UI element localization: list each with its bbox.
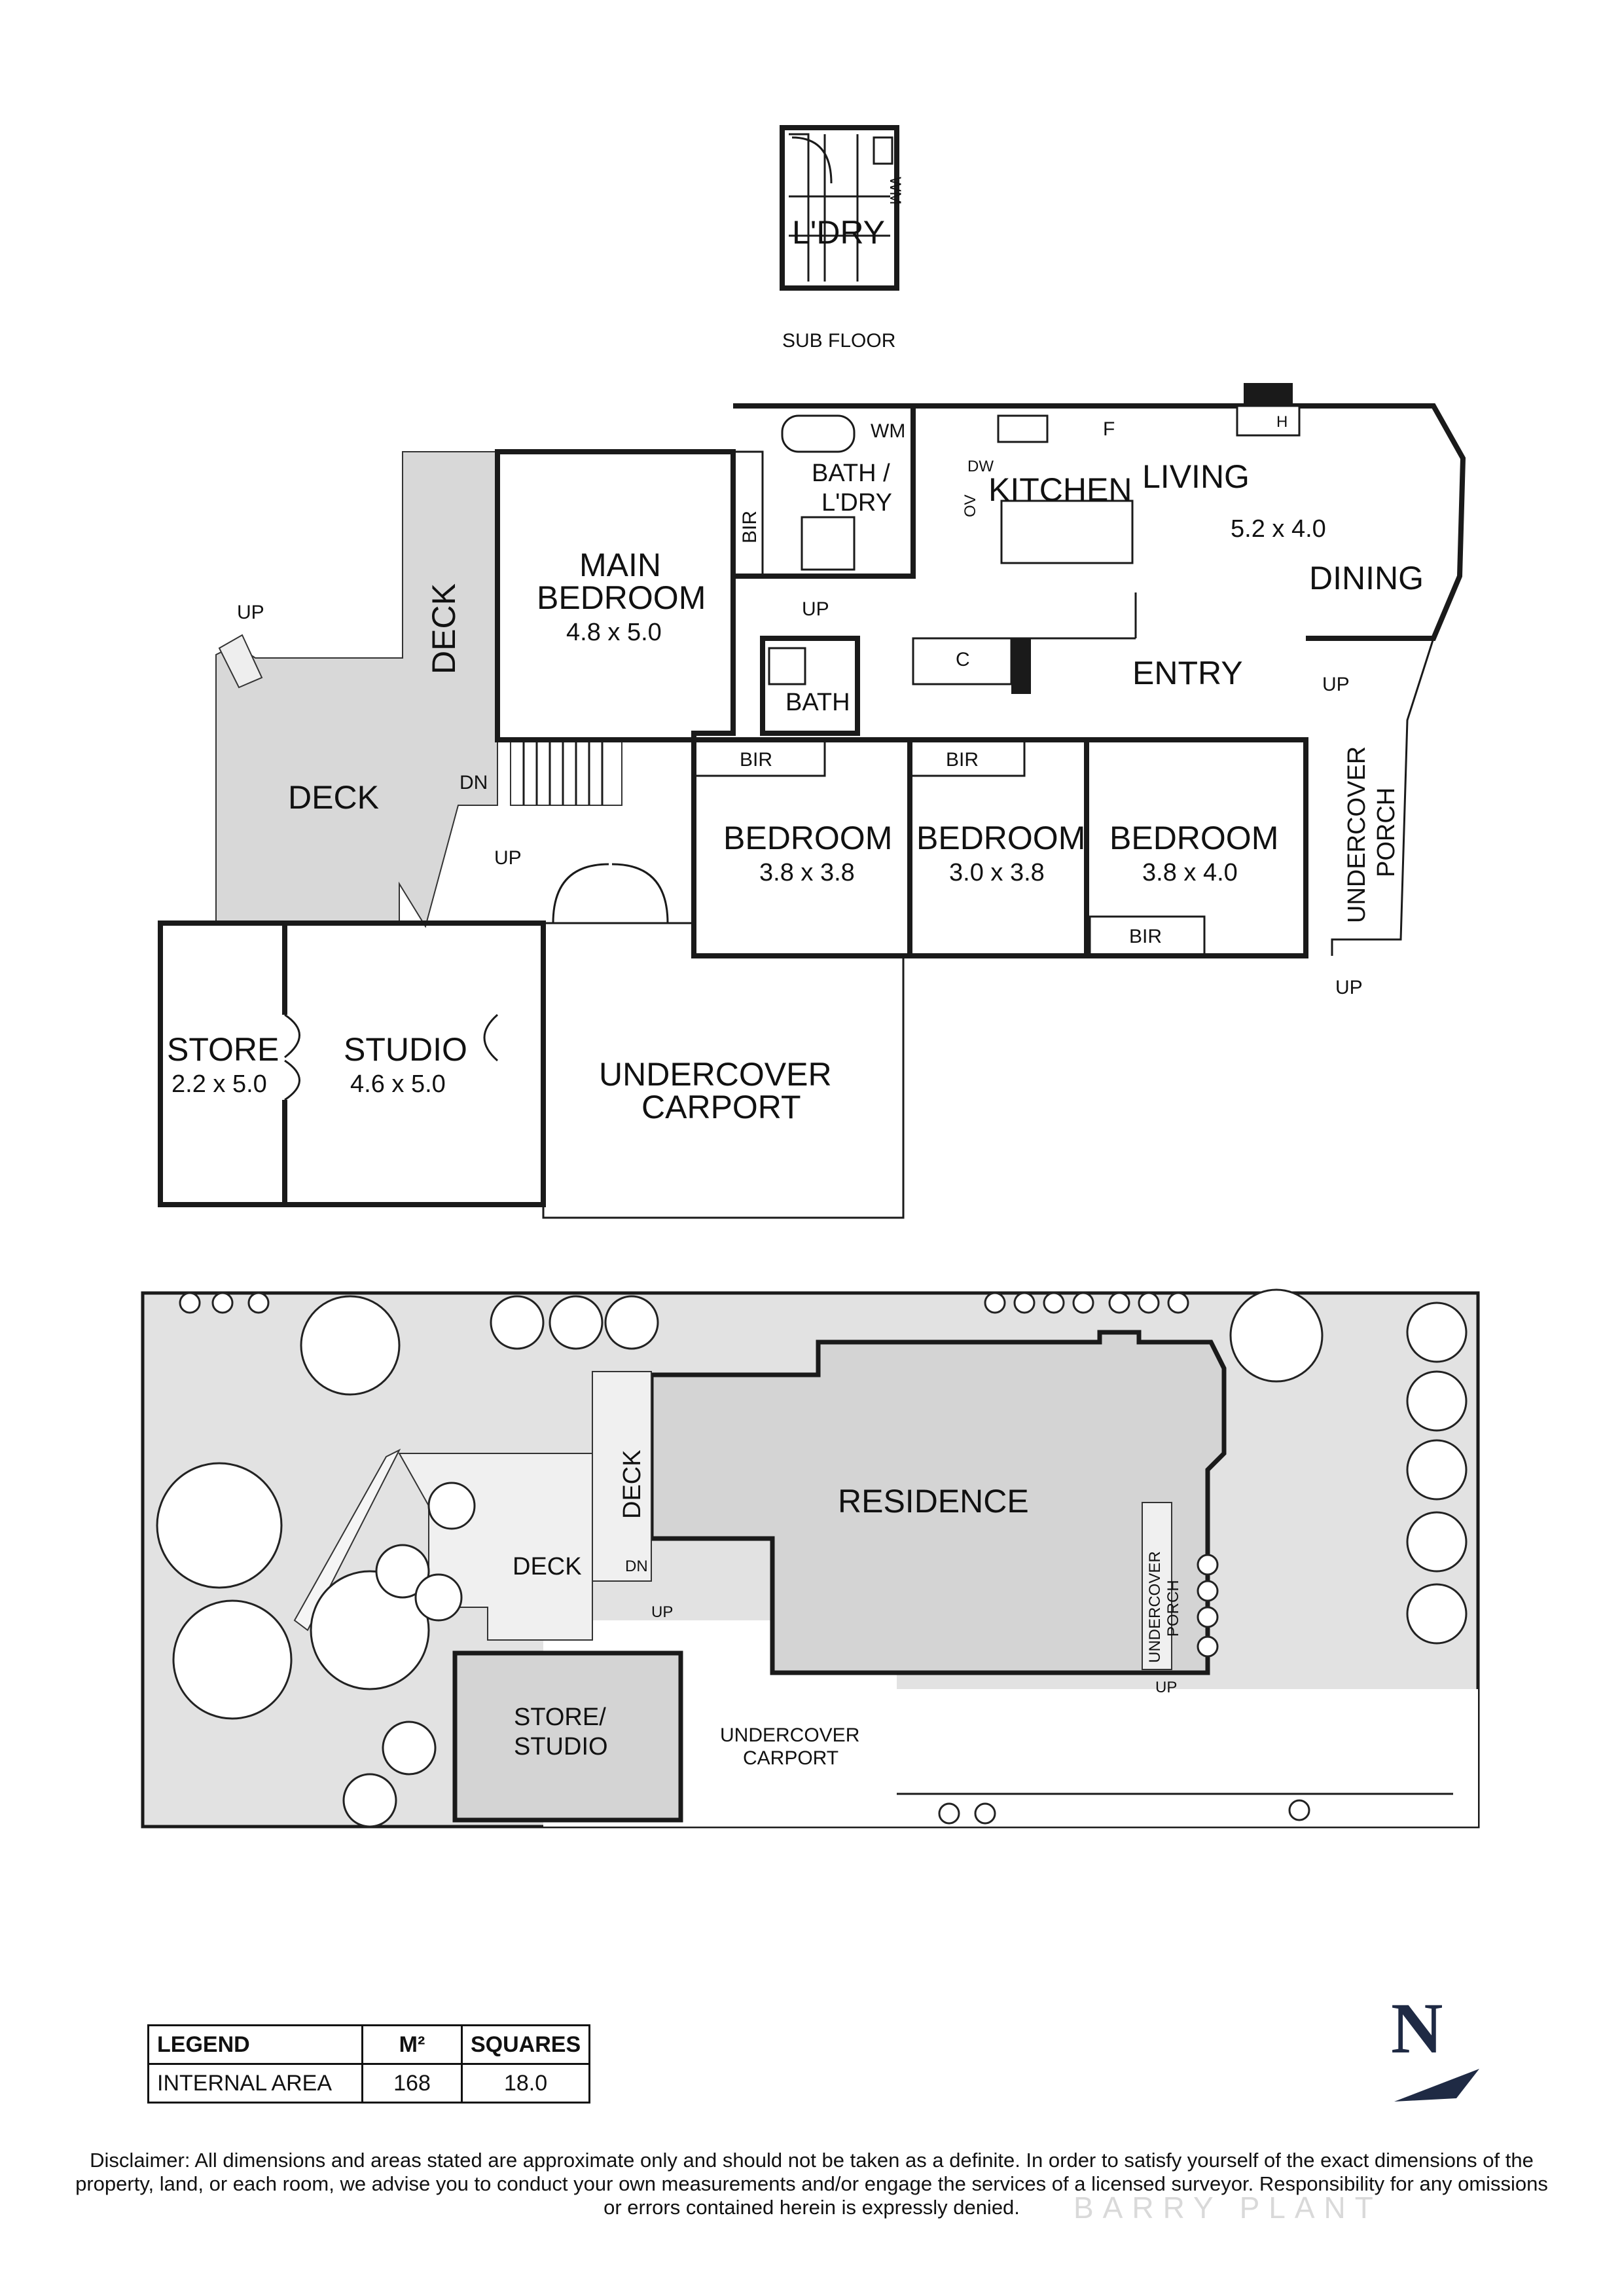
bir-bed2-label: BIR	[946, 749, 979, 771]
area-legend: LEGEND M² SQUARES INTERNAL AREA 168 18.0	[147, 2024, 591, 2104]
bir-bed1-label: BIR	[740, 749, 772, 771]
main-bedroom-dim: 4.8 x 5.0	[566, 619, 662, 646]
site-plan: RESIDENCE DECK DECK DN UP STORE/ STUDIO …	[141, 1288, 1480, 1829]
site-deck-vertical: DECK	[619, 1449, 646, 1519]
legend-cell-squares: 18.0	[460, 2063, 591, 2104]
site-up-label: UP	[651, 1603, 673, 1621]
legend-cell-label: INTERNAL AREA	[147, 2063, 363, 2104]
bath-label: BATH	[785, 689, 850, 716]
studio-dim: 4.6 x 5.0	[350, 1070, 446, 1098]
entry-label: ENTRY	[1132, 655, 1243, 691]
site-deck-label: DECK	[513, 1553, 582, 1580]
sub-floor: L'DRY WM SUB FLOOR	[780, 125, 904, 352]
subfloor-room-label: L'DRY	[792, 214, 885, 251]
site-dn-label: DN	[625, 1558, 648, 1575]
studio-label: STUDIO	[344, 1031, 467, 1068]
up-label-deck: UP	[494, 847, 522, 869]
site-carport-label-2: CARPORT	[743, 1747, 838, 1769]
dw-label: DW	[967, 458, 994, 475]
dn-label: DN	[460, 772, 488, 793]
site-store-studio	[452, 1650, 683, 1823]
h-label: H	[1276, 413, 1288, 431]
porch-up-label: UP	[1335, 977, 1363, 998]
kitchen-label: KITCHEN	[988, 471, 1132, 508]
store-dim: 2.2 x 5.0	[171, 1070, 267, 1098]
bedroom1-dim: 3.8 x 3.8	[759, 859, 855, 886]
watermark: BARRY PLANT	[1073, 2191, 1382, 2225]
legend-cell-m2: 168	[361, 2063, 463, 2104]
bedroom3-dim: 3.8 x 4.0	[1142, 859, 1238, 886]
bedroom2-label: BEDROOM	[916, 820, 1085, 856]
legend-header-legend: LEGEND	[147, 2024, 363, 2065]
porch-label-1: UNDERCOVER	[1343, 746, 1371, 923]
deck-vertical-label: DECK	[425, 583, 462, 674]
bir-bed3-label: BIR	[1129, 926, 1162, 947]
carport-label-2: CARPORT	[641, 1089, 801, 1125]
deck-stairs	[510, 739, 622, 806]
bir-main-label: BIR	[739, 511, 761, 543]
main-bedroom-label-1: MAIN	[579, 547, 661, 583]
legend-row: INTERNAL AREA 168 18.0	[147, 2063, 591, 2104]
deck-area	[215, 451, 498, 928]
legend-header-squares: SQUARES	[460, 2024, 591, 2065]
f-label: F	[1103, 418, 1115, 440]
deck-label: DECK	[288, 779, 379, 816]
living-label: LIVING	[1142, 458, 1250, 495]
ov-label: OV	[962, 494, 979, 517]
site-trees	[156, 1288, 1468, 1828]
c-label: C	[956, 649, 970, 670]
up-label-entry: UP	[1322, 674, 1350, 695]
subfloor-wm-label: WM	[886, 177, 904, 205]
site-porch-label-1: UNDERCOVER	[1146, 1551, 1164, 1663]
bedroom1-label: BEDROOM	[723, 820, 892, 856]
up-label-bath: UP	[802, 598, 829, 620]
carport-label-1: UNDERCOVER	[599, 1056, 832, 1093]
porch-label-2: PORCH	[1373, 788, 1400, 877]
residence-label: RESIDENCE	[838, 1483, 1029, 1520]
site-porch-up-label: UP	[1155, 1679, 1177, 1696]
bath-ldry-label-2: L'DRY	[821, 489, 892, 517]
living-dim: 5.2 x 4.0	[1231, 515, 1326, 543]
dining-label: DINING	[1309, 560, 1424, 596]
bath-ldry-label-1: BATH /	[812, 460, 890, 487]
site-carport-label-1: UNDERCOVER	[720, 1724, 859, 1746]
legend-header-m2: M²	[361, 2024, 463, 2065]
site-porch-label-2: PORCH	[1164, 1580, 1182, 1637]
main-floor: UP DN UP MAIN BEDROOM 4.8 x 5.0 DECK DEC…	[158, 383, 1466, 1219]
store-label: STORE	[167, 1031, 279, 1068]
disclaimer-text: Disclaimer: All dimensions and areas sta…	[75, 2149, 1548, 2219]
residence-footprint	[649, 1330, 1227, 1675]
bedroom3-label: BEDROOM	[1109, 820, 1278, 856]
deck-up-label: UP	[237, 602, 264, 623]
wm-label: WM	[871, 420, 905, 442]
main-bedroom-label-2: BEDROOM	[537, 579, 706, 616]
site-store-label-2: STUDIO	[514, 1733, 608, 1760]
north-arrow: N	[1391, 1988, 1479, 2102]
north-letter: N	[1391, 1988, 1443, 2068]
subfloor-caption: SUB FLOOR	[782, 330, 895, 352]
bedroom2-dim: 3.0 x 3.8	[949, 859, 1045, 886]
site-store-label-1: STORE/	[514, 1704, 606, 1731]
